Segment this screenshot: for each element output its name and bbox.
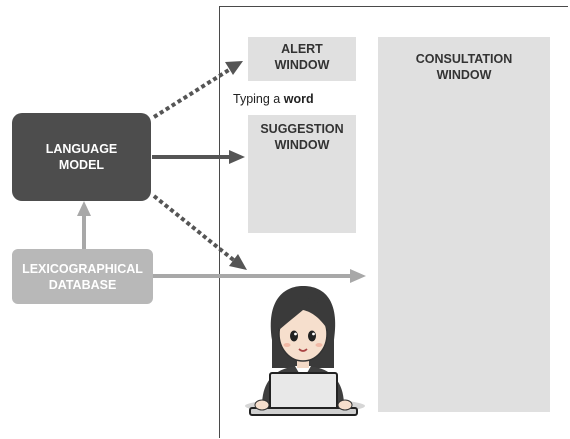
typing-label-prefix: Typing a <box>233 92 284 106</box>
arrow-model-to-user <box>152 194 247 270</box>
consultation-window-label-line2: WINDOW <box>436 68 492 82</box>
arrow-database-to-model <box>77 201 91 249</box>
alert-window-label-line2: WINDOW <box>274 58 330 72</box>
arrow-database-to-consultation <box>153 269 366 283</box>
consultation-window-label-line1: CONSULTATION <box>415 52 513 66</box>
typing-label-word: word <box>283 92 314 106</box>
alert-window: ALERT WINDOW <box>248 37 356 81</box>
language-model-label-line1: LANGUAGE <box>45 142 118 156</box>
database-label-line2: DATABASE <box>48 277 117 292</box>
database-label-line1: LEXICOGRAPHICAL <box>22 261 143 276</box>
alert-window-label-line1: ALERT <box>281 42 323 56</box>
language-model-box: LANGUAGE MODEL <box>12 113 151 201</box>
suggestion-window: SUGGESTION WINDOW <box>248 115 356 233</box>
typing-label: Typing a word <box>233 92 314 106</box>
arrow-model-to-suggestion <box>152 150 245 164</box>
language-model-label-line2: MODEL <box>58 158 105 172</box>
suggestion-window-label-line2: WINDOW <box>274 138 330 152</box>
suggestion-window-label-line1: SUGGESTION <box>260 122 344 136</box>
woman-at-laptop-icon <box>245 286 365 416</box>
lexicographical-database-box: LEXICOGRAPHICAL DATABASE <box>12 249 153 304</box>
consultation-window: CONSULTATION WINDOW <box>378 37 550 412</box>
arrow-model-to-alert <box>152 61 243 119</box>
application-frame <box>219 6 568 438</box>
